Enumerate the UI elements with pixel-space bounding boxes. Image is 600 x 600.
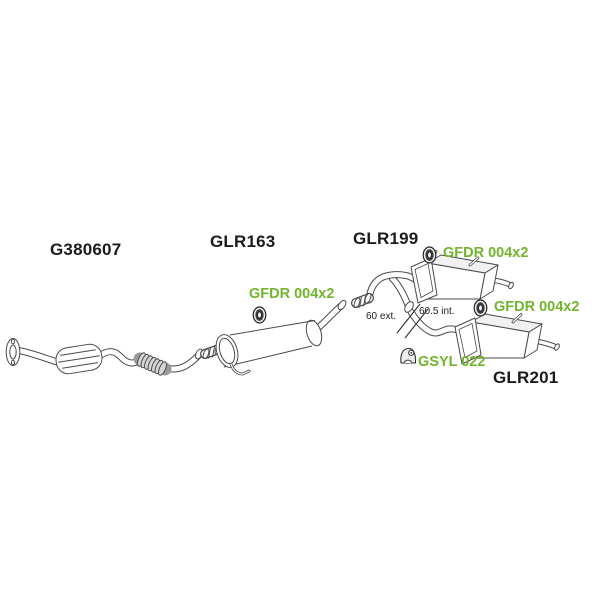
label-hanger-centre-code: GFDR 004x2 — [249, 286, 335, 302]
front-flange — [5, 338, 21, 366]
front-pipe — [12, 346, 203, 373]
pipe-socket-flare — [404, 301, 414, 313]
outlet-pipe-flare — [337, 299, 347, 311]
label-hanger-lower-code: GFDR 004x2 — [494, 299, 580, 315]
coupling-sleeve-rear — [351, 292, 374, 309]
label-pipe-diameter-external: 60 ext. — [366, 311, 397, 322]
pipe-cut-marks — [396, 303, 429, 339]
label-hanger-upper-code: GFDR 004x2 — [443, 245, 529, 261]
centre-silencer-outlet-pipe — [314, 302, 345, 332]
label-front-pipe-code: G380607 — [50, 240, 122, 259]
label-clamp-code: GSYL 022 — [418, 354, 486, 370]
exhaust-clamp-icon — [400, 347, 417, 364]
label-pipe-diameter-internal: 60.5 int. — [419, 306, 455, 317]
rubber-hanger-grommet-icon — [422, 246, 437, 264]
centre-silencer — [215, 319, 323, 376]
rubber-hanger-grommet-icon — [473, 299, 488, 317]
catalytic-converter — [55, 343, 103, 375]
label-centre-silencer-code: GLR163 — [210, 232, 276, 251]
rear-silencer-upper — [410, 250, 499, 304]
rear-silencer-lower — [454, 313, 543, 365]
flex-pipe-section — [133, 352, 172, 376]
label-rear-silencer-upper-code: GLR199 — [353, 229, 419, 248]
label-rear-silencer-lower-code: GLR201 — [493, 368, 559, 387]
rubber-hanger-grommet-icon — [252, 306, 267, 324]
